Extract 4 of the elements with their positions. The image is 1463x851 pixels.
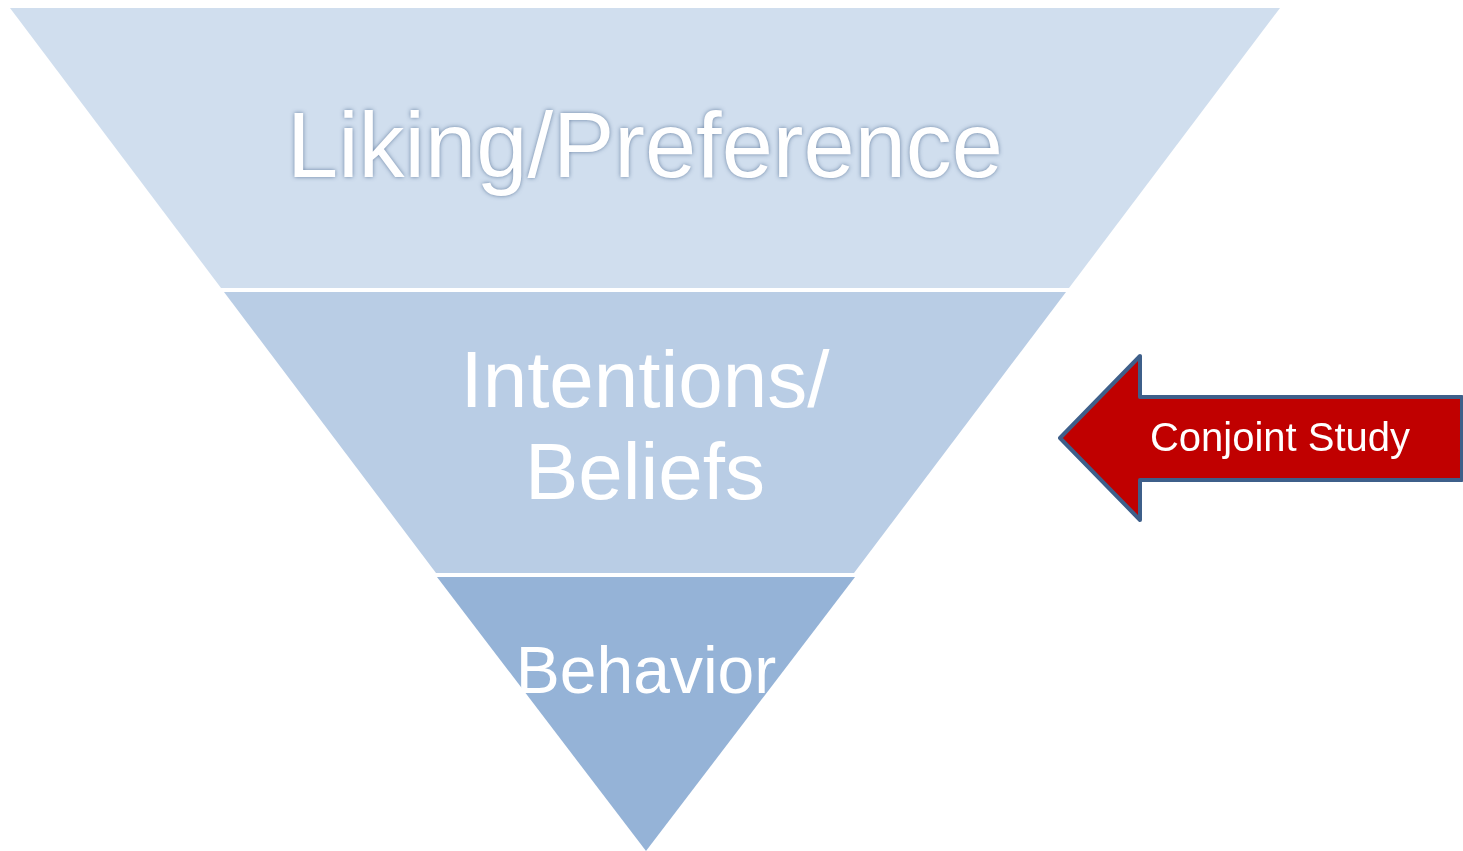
band-label: Liking/Preference	[286, 93, 1004, 198]
band-label: Behavior	[514, 633, 778, 709]
arrow-label: Conjoint Study	[1148, 414, 1412, 460]
band-label: Intentions/ Beliefs	[459, 334, 831, 518]
